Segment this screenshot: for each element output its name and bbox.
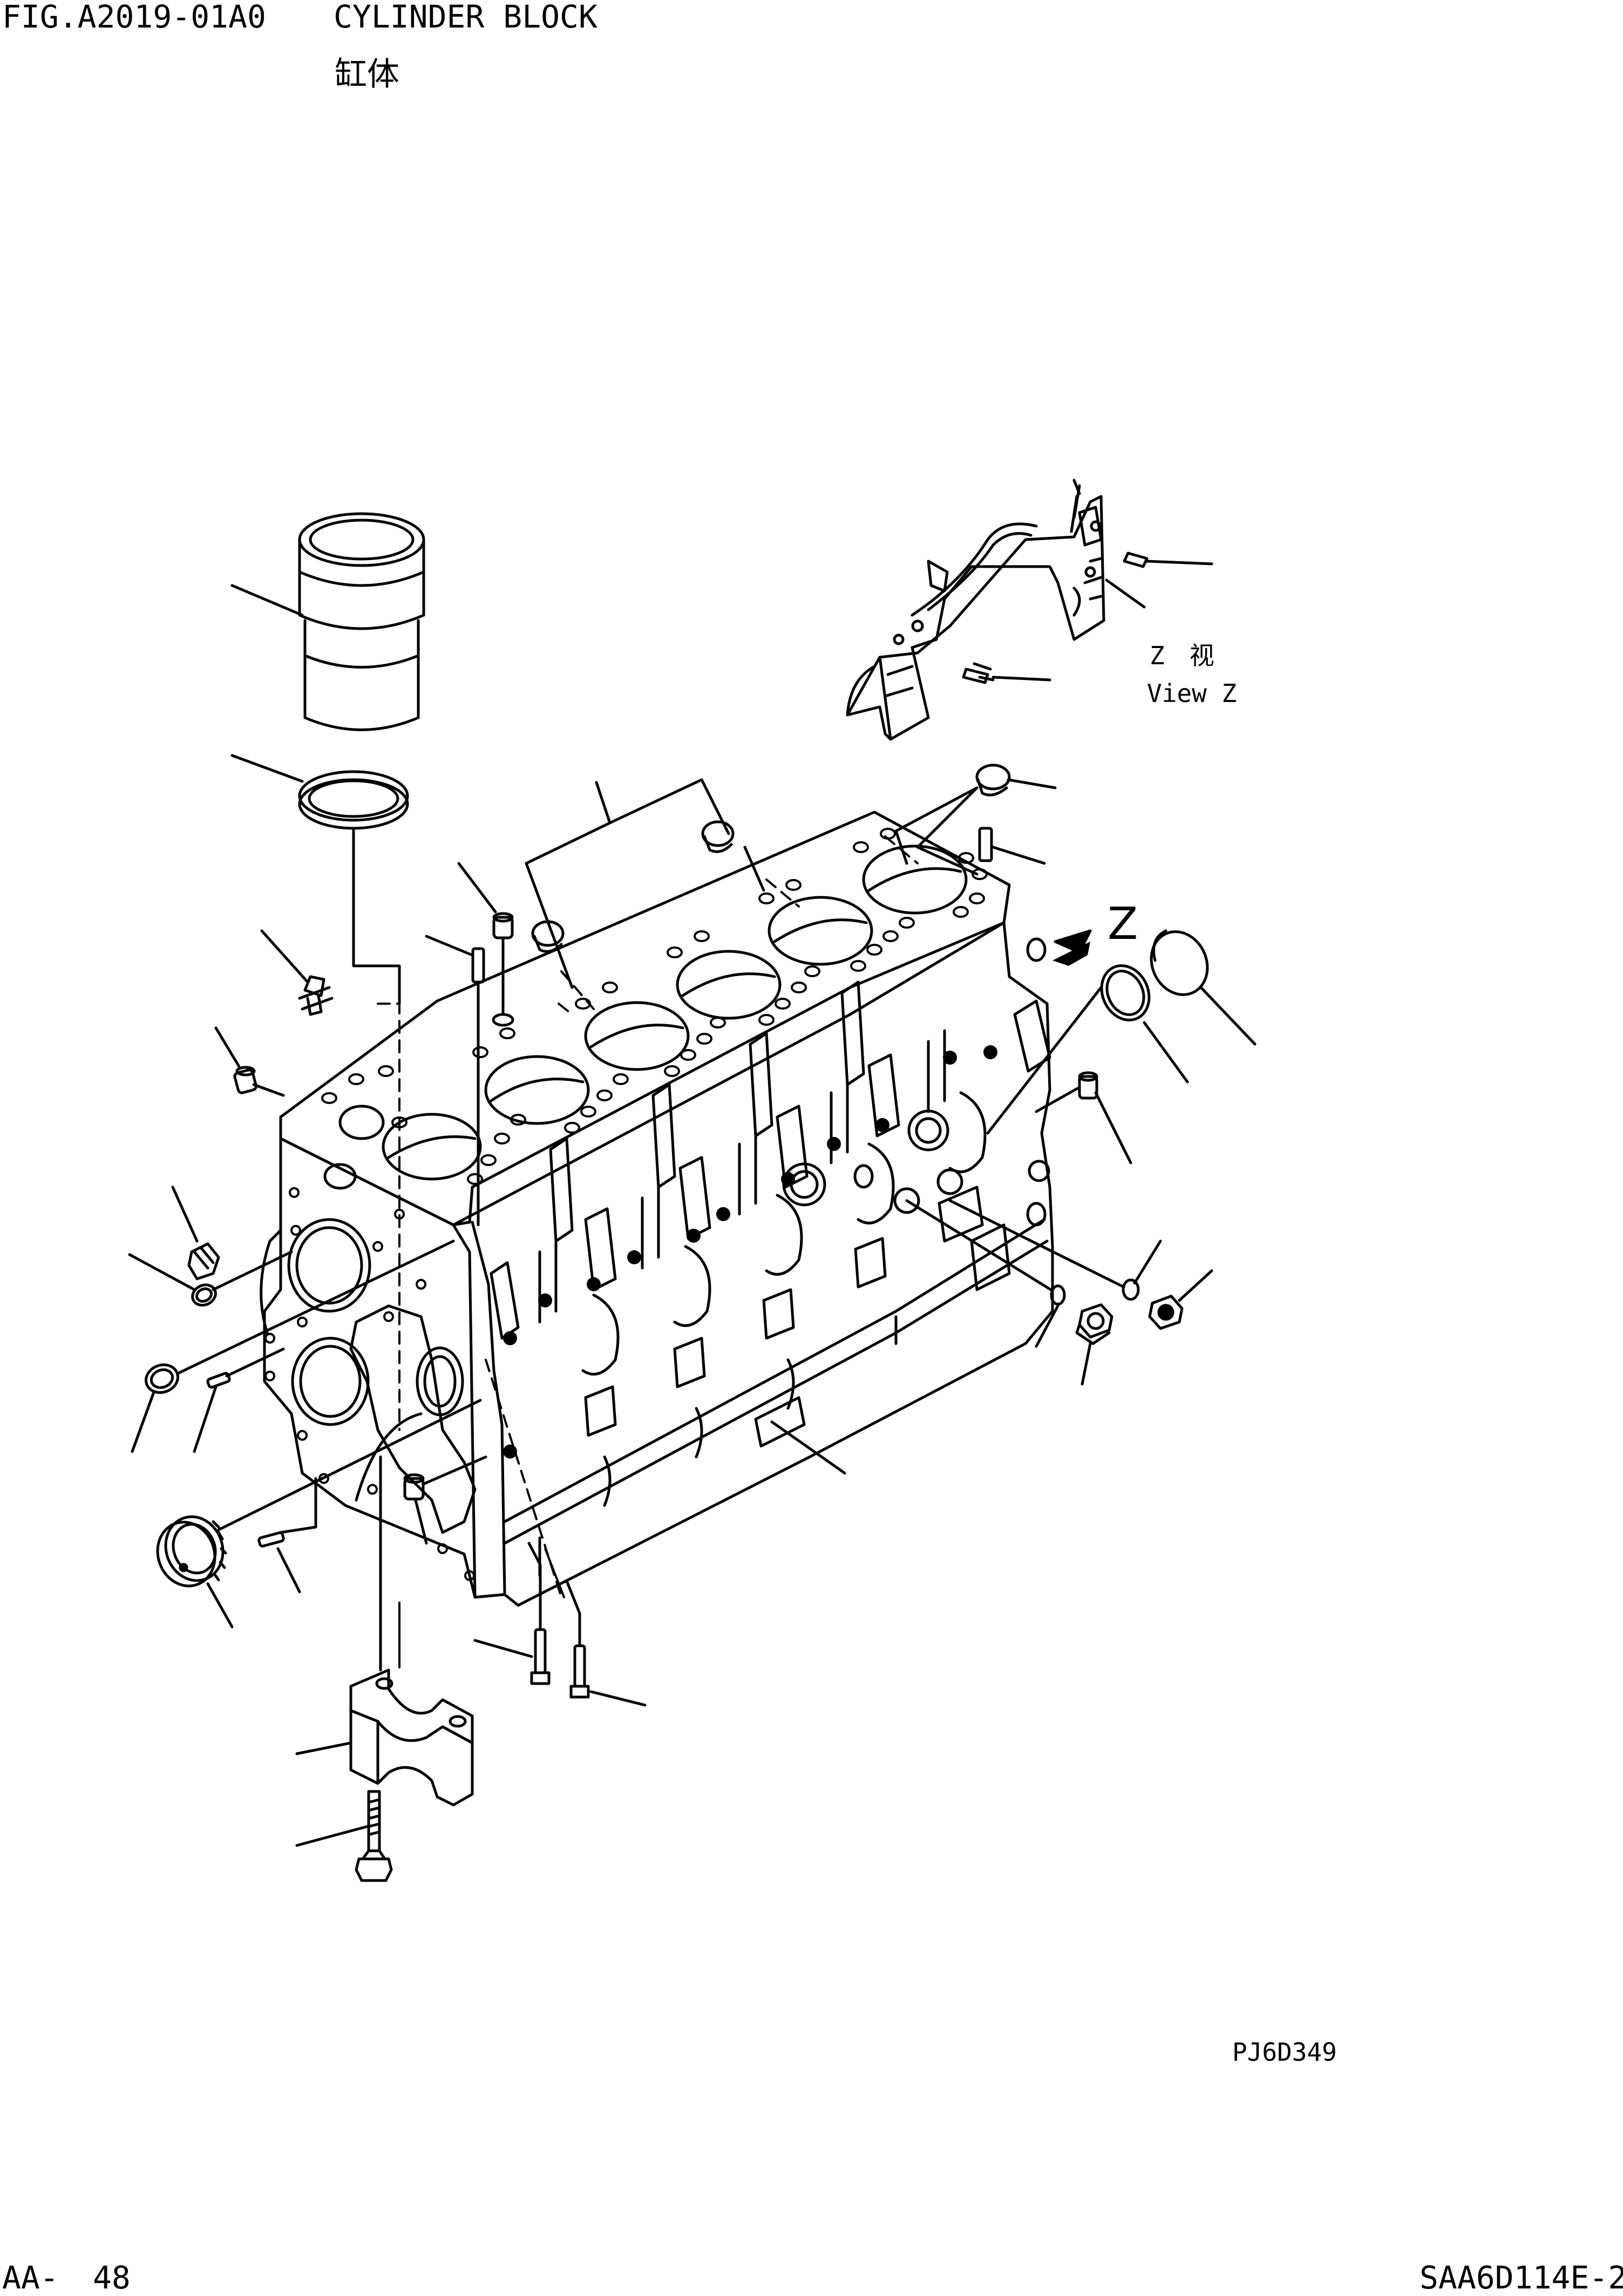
leader-line	[770, 1420, 846, 1475]
figure-title-zh: 缸体	[335, 56, 399, 93]
view-z-label-zh: Z 视	[1150, 641, 1214, 670]
top-plug	[975, 764, 1011, 796]
leader-line	[422, 1455, 487, 1486]
leader-line	[473, 1639, 533, 1658]
cylinder-block	[260, 810, 1054, 1607]
leader-line	[225, 1347, 285, 1378]
cap-bolt-a	[527, 1542, 551, 1685]
leader-line	[217, 1399, 482, 1531]
figure-number: FIG.A2019-01A0	[2, 0, 266, 35]
leader-line	[916, 786, 979, 876]
leader-line	[1105, 578, 1146, 609]
leader-line	[608, 778, 730, 835]
z-arrow-head	[1052, 942, 1090, 966]
front-oil-seal	[156, 1515, 227, 1588]
deck-stud-left	[298, 975, 334, 1016]
deck-plug	[492, 912, 514, 1027]
leader-line	[948, 1199, 1125, 1289]
leader-line	[252, 1083, 285, 1097]
drain-plug	[1075, 1303, 1113, 1345]
leader-line	[131, 1391, 155, 1453]
leader-line	[525, 781, 612, 989]
leader-line	[986, 986, 1103, 1135]
illustration-code: PJ6D349	[1232, 2038, 1337, 2067]
leader-line	[905, 1199, 1054, 1292]
view-z-detail	[846, 484, 1149, 741]
leader-line	[544, 1548, 565, 1598]
leader-line	[1094, 1091, 1132, 1164]
leader-line	[206, 1582, 234, 1629]
cup-plug	[191, 1283, 217, 1307]
leader-line	[1007, 778, 1057, 789]
leader-line	[425, 935, 474, 957]
leader-line	[171, 1186, 199, 1243]
leader-line	[276, 1547, 301, 1593]
figure-title-en: CYLINDER BLOCK	[334, 0, 597, 35]
page-number: 48	[93, 2259, 131, 2296]
main-cap-bolt	[355, 1790, 393, 1882]
cap-bolt-b	[565, 1579, 590, 1699]
view-z-label-en: View Z	[1147, 679, 1237, 708]
leader-line	[279, 1477, 317, 1534]
leader-line	[894, 786, 979, 865]
leader-line	[1035, 1304, 1060, 1348]
leader-line	[1133, 1239, 1162, 1285]
leader-line	[1143, 1021, 1189, 1084]
leader-line	[1145, 560, 1213, 566]
leader-line	[743, 846, 765, 892]
liner-seal-ring	[298, 770, 409, 830]
bottom-plug	[403, 1473, 425, 1501]
side-plug	[1078, 1071, 1098, 1100]
front-plug-top	[233, 1066, 258, 1094]
leader-line	[212, 1250, 293, 1291]
leader-line	[230, 584, 304, 617]
threaded-plug	[187, 1242, 220, 1280]
z-arrow-label: Z	[1108, 898, 1138, 950]
main-bearing-cap	[349, 1455, 474, 1807]
leader-line	[176, 1239, 455, 1375]
leader-line	[1072, 479, 1081, 495]
front-dowel-pin	[206, 1372, 231, 1389]
model-code: SAA6D114E-2	[1420, 2259, 1623, 2296]
leader-line	[295, 1741, 352, 1755]
front-expansion-plug	[145, 1363, 179, 1394]
leader-line	[260, 929, 309, 984]
leader-line	[1199, 986, 1257, 1046]
page-prefix: AA-	[2, 2259, 59, 2296]
expansion-plug	[531, 820, 735, 953]
top-dowel	[978, 827, 993, 862]
deck-dowel-pin	[471, 947, 485, 1227]
leader-line	[992, 846, 1046, 865]
leader-line	[589, 1690, 647, 1707]
leader-line	[1081, 1342, 1092, 1386]
side-small-plug	[1050, 1284, 1066, 1306]
hidden-lines	[377, 835, 919, 1598]
leader-line	[414, 1498, 428, 1545]
leader-line	[457, 862, 497, 914]
rear-seal-ring	[1100, 964, 1151, 1021]
leader-line	[193, 1385, 218, 1453]
leader-line	[230, 754, 304, 783]
lower-dowel-pin	[257, 1531, 285, 1548]
side-cap	[1122, 1278, 1140, 1301]
leader-line	[128, 1253, 196, 1291]
leader-line	[1035, 1086, 1081, 1113]
leader-line	[295, 1825, 369, 1847]
leader-line	[214, 1026, 242, 1070]
leader-line	[1178, 1269, 1213, 1302]
leader-line	[352, 827, 401, 1005]
rear-cover-disc	[1150, 929, 1209, 996]
cylinder-liner	[298, 512, 425, 731]
hex-plug	[1148, 1295, 1184, 1330]
leader-line	[992, 676, 1051, 682]
